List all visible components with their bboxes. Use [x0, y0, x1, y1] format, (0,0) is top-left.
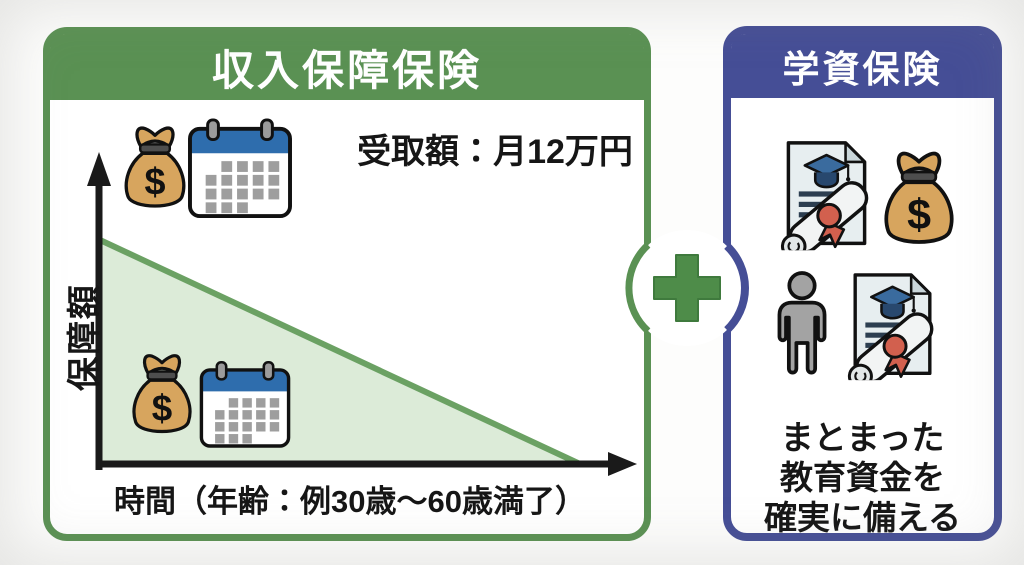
income-protection-title: 収入保障保険: [211, 46, 482, 94]
y-axis-label: 保障額: [66, 283, 104, 391]
income-protection-panel: 収入保障保険 受取額：月12万円 保障額 時間（年齢：例30歳～60歳満了）: [43, 27, 651, 541]
plus-icon: [653, 254, 721, 322]
income-protection-header: 収入保障保険: [50, 34, 644, 100]
caption-line: 教育資金を: [780, 459, 945, 496]
educational-insurance-body: まとまった 教育資金を 確実に備える: [731, 98, 994, 541]
educational-insurance-title: 学資保険: [782, 49, 943, 90]
calendar-icon: [186, 118, 294, 220]
payout-amount-label: 受取額：月12万円: [357, 133, 633, 171]
person-icon: [771, 270, 833, 384]
educational-insurance-caption: まとまった 教育資金を 確実に備える: [731, 418, 994, 538]
right-panel-arc: [724, 243, 749, 333]
left-panel-arc: [625, 242, 651, 334]
caption-line: まとまった: [780, 419, 945, 456]
diploma-icon: [845, 266, 940, 384]
plus-connector: [625, 230, 749, 346]
money-bag-icon: [118, 120, 192, 218]
money-bag-icon: [877, 144, 961, 256]
y-axis-arrow-icon: [87, 152, 111, 186]
x-axis-arrow-icon: [608, 452, 637, 476]
educational-insurance-panel: 学資保険 まとまった 教育資金を 確実に備える: [723, 26, 1002, 541]
x-axis-label: 時間（年齢：例30歳～60歳満了）: [114, 484, 586, 519]
income-protection-body: 受取額：月12万円 保障額 時間（年齢：例30歳～60歳満了）: [50, 100, 644, 534]
coverage-line: [97, 237, 583, 467]
money-bag-icon: [126, 348, 198, 443]
calendar-icon: [198, 360, 292, 450]
caption-line: 確実に備える: [763, 499, 961, 536]
educational-insurance-header: 学資保険: [731, 34, 994, 98]
diploma-icon: [778, 134, 875, 254]
